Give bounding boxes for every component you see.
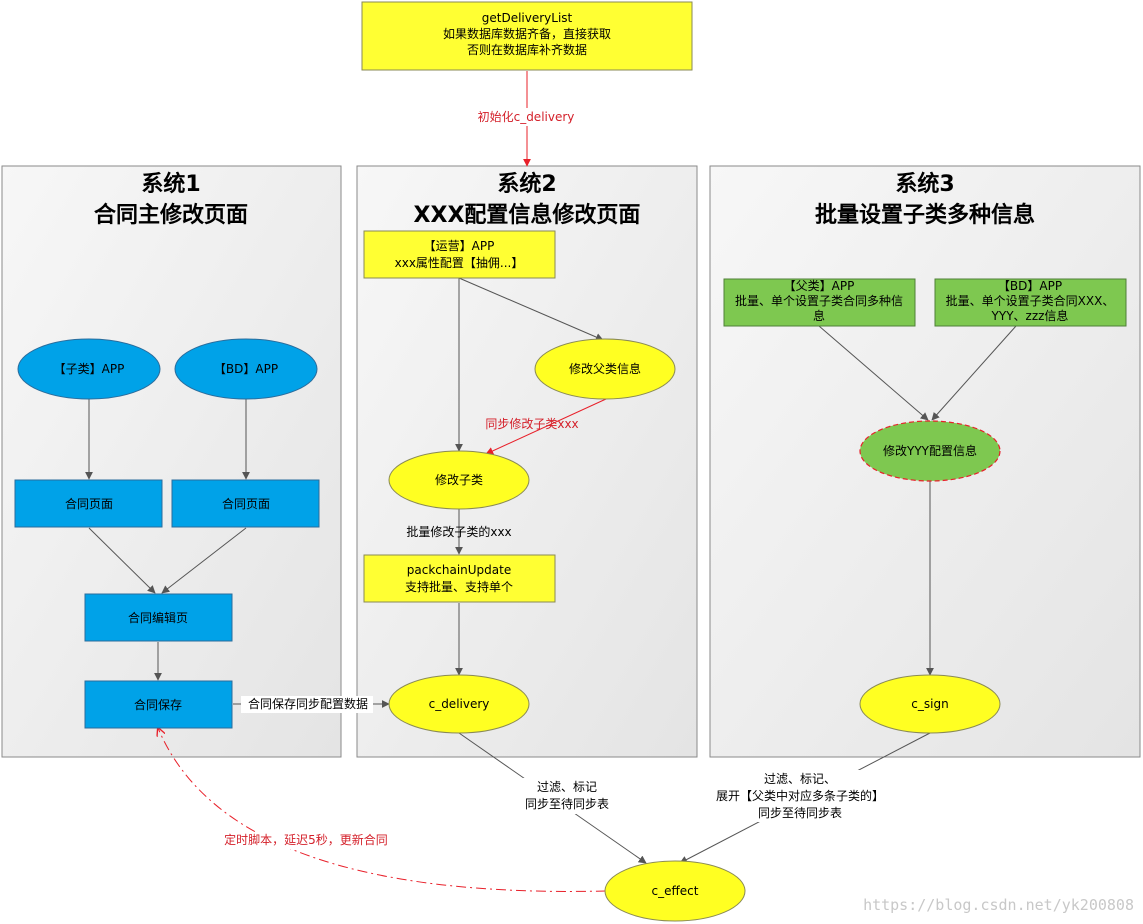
node-text-line: xxx属性配置【抽佣...】 xyxy=(395,256,524,270)
edge-label-line: 同步至待同步表 xyxy=(758,806,842,820)
node-text-line: getDeliveryList xyxy=(482,11,573,25)
edge-effect-to-save xyxy=(158,728,607,892)
node-text-line: 合同页面 xyxy=(222,496,270,511)
edge-label-save-sync: 合同保存同步配置数据 xyxy=(241,696,373,713)
node-text-line: 【运营】APP xyxy=(424,239,495,253)
node-child-app: 【子类】APP xyxy=(17,338,161,400)
edge-label-init: 初始化c_delivery xyxy=(476,108,576,126)
edge-label-sync-child: 同步修改子类xxx xyxy=(485,416,578,431)
node-get-delivery-list: getDeliveryList 如果数据库数据齐备，直接获取 否则在数据库补齐数… xyxy=(361,1,693,71)
node-text-line: 否则在数据库补齐数据 xyxy=(467,42,587,57)
node-parent-app-batch: 【父类】APP 批量、单个设置子类合同多种信 息 xyxy=(723,278,916,327)
node-ops-app: 【运营】APP xxx属性配置【抽佣...】 xyxy=(363,230,556,279)
edges xyxy=(85,71,1017,892)
node-text-line: packchainUpdate xyxy=(407,563,511,577)
node-text-line: 支持批量、支持单个 xyxy=(405,579,513,594)
edge-label-line: 批量修改子类的xxx xyxy=(406,524,511,539)
edge-label-line: 初始化c_delivery xyxy=(478,110,575,124)
node-modify-child: 修改子类 xyxy=(388,450,530,510)
panel-title-line: 批量设置子类多种信息 xyxy=(815,202,1035,228)
edge-label-line: 过滤、标记 xyxy=(537,780,597,794)
watermark-text: https://blog.csdn.net/yk200808 xyxy=(863,896,1134,914)
node-text-line: 修改父类信息 xyxy=(569,361,641,376)
edge-label-line: 定时脚本，延迟5秒，更新合同 xyxy=(224,832,388,847)
node-modify-yyy: 修改YYY配置信息 xyxy=(859,420,1001,482)
node-text-line: 【BD】APP xyxy=(998,279,1062,293)
node-contract-save: 合同保存 xyxy=(84,680,233,729)
edge-page-a-to-edit xyxy=(88,527,156,594)
panel-title-line: 系统2 xyxy=(497,171,556,197)
node-text-line: 合同页面 xyxy=(65,496,113,511)
edge-page-b-to-edit xyxy=(161,527,247,594)
node-packchain-update: packchainUpdate 支持批量、支持单个 xyxy=(363,554,556,603)
node-text-line: c_delivery xyxy=(429,697,490,711)
edge-parent-to-child xyxy=(485,398,607,455)
node-text-line: 修改子类 xyxy=(435,472,483,487)
edge-label-timer: 定时脚本，延迟5秒，更新合同 xyxy=(216,832,396,849)
node-bd-app: 【BD】APP xyxy=(174,338,318,400)
node-text-line: 【BD】APP xyxy=(214,362,278,376)
edge-label-line: 同步至待同步表 xyxy=(525,797,609,811)
node-c-effect: c_effect xyxy=(604,860,746,922)
node-contract-edit: 合同编辑页 xyxy=(84,593,233,642)
node-text-line: 批量、单个设置子类合同XXX、 xyxy=(946,293,1115,308)
node-text-line: 修改YYY配置信息 xyxy=(883,443,977,458)
edge-label-line: 同步修改子类xxx xyxy=(485,416,578,431)
edge-label-filter-left: 过滤、标记 同步至待同步表 xyxy=(518,778,618,814)
edge-label-line: 展开【父类中对应多条子类的】 xyxy=(716,788,884,803)
edge-label-line: 合同保存同步配置数据 xyxy=(248,696,368,711)
edge-label-line: 过滤、标记、 xyxy=(764,772,836,786)
node-c-sign: c_sign xyxy=(859,674,1001,734)
edge-label-batch: 批量修改子类的xxx xyxy=(406,524,511,539)
node-text-line: 合同保存 xyxy=(134,697,182,712)
node-text-line: 合同编辑页 xyxy=(128,610,188,625)
node-text-line: 如果数据库数据齐备，直接获取 xyxy=(443,26,611,41)
node-bd-app-batch: 【BD】APP 批量、单个设置子类合同XXX、 YYY、zzz信息 xyxy=(934,278,1127,327)
panel-system-1: 系统1 合同主修改页面 xyxy=(1,165,342,758)
panel-title-line: 系统3 xyxy=(895,171,954,197)
edge-s3-parent-to-yyy xyxy=(818,325,929,421)
node-text-line: c_effect xyxy=(652,884,699,898)
node-contract-page-a: 合同页面 xyxy=(14,479,163,528)
edge-s3-bd-to-yyy xyxy=(931,325,1017,421)
node-text-line: 【父类】APP xyxy=(784,279,855,293)
node-c-delivery: c_delivery xyxy=(388,674,530,734)
node-text-line: c_sign xyxy=(911,697,948,711)
node-text-line: 【子类】APP xyxy=(54,362,125,376)
node-modify-parent: 修改父类信息 xyxy=(534,338,676,400)
node-text-line: 批量、单个设置子类合同多种信 xyxy=(735,293,903,308)
edge-ops-to-parent xyxy=(458,277,604,341)
panel-title-line: 系统1 xyxy=(141,171,200,197)
node-contract-page-b: 合同页面 xyxy=(171,479,320,528)
panel-title-line: 合同主修改页面 xyxy=(94,202,248,228)
node-text-line: YYY、zzz信息 xyxy=(991,308,1069,323)
panel-title-line: XXX配置信息修改页面 xyxy=(414,202,641,228)
node-text-line: 息 xyxy=(813,308,825,323)
edge-label-filter-right: 过滤、标记、 展开【父类中对应多条子类的】 同步至待同步表 xyxy=(706,770,892,822)
